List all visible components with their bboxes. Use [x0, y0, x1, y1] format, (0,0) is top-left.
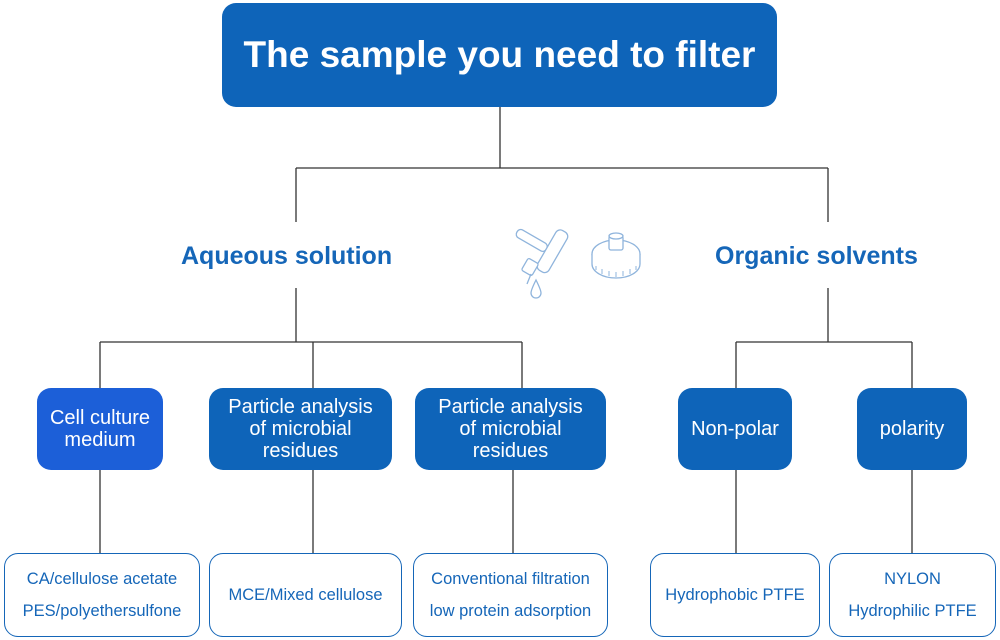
filter-illustration	[515, 228, 641, 299]
node-label-line: Particle analysis	[438, 396, 583, 418]
leaf-text-line: PES/polyethersulfone	[22, 602, 182, 620]
root-title-box: The sample you need to filter	[222, 3, 777, 107]
node-particle-analysis-1: Particle analysis of microbial residues	[209, 388, 392, 470]
leaf-text-line: Conventional filtration	[431, 570, 590, 588]
leaf-text-line: Hydrophobic PTFE	[665, 586, 805, 604]
node-label-line: medium	[64, 429, 136, 451]
node-label-line: residues	[262, 440, 339, 462]
leaf-mce: MCE/Mixed cellulose	[209, 553, 402, 637]
node-label-line: residues	[472, 440, 549, 462]
node-label-line: Particle analysis	[228, 396, 373, 418]
leaf-text-line: MCE/Mixed cellulose	[228, 586, 383, 604]
node-label-line: Cell culture	[49, 407, 151, 429]
node-label-line: of microbial	[249, 418, 352, 440]
node-particle-analysis-2: Particle analysis of microbial residues	[415, 388, 606, 470]
leaf-ca-pes: CA/cellulose acetate PES/polyethersulfon…	[4, 553, 200, 637]
connector-aqueous	[99, 288, 523, 388]
connector-leaves	[99, 470, 913, 553]
node-label-line: polarity	[879, 418, 945, 440]
leaf-text-line: NYLON	[884, 570, 941, 588]
connector-root	[295, 107, 829, 222]
node-cell-culture-medium: Cell culture medium	[37, 388, 163, 470]
leaf-text-line: CA/cellulose acetate	[26, 570, 178, 588]
leaf-hydrophobic-ptfe: Hydrophobic PTFE	[650, 553, 820, 637]
node-label-line: Non-polar	[691, 418, 779, 440]
leaf-conventional: Conventional filtration low protein adso…	[413, 553, 608, 637]
drop-icon	[530, 278, 542, 299]
node-polarity: polarity	[857, 388, 967, 470]
category-aqueous: Aqueous solution	[181, 242, 393, 270]
root-title: The sample you need to filter	[243, 34, 756, 75]
category-organic: Organic solvents	[715, 242, 918, 270]
node-label-line: of microbial	[459, 418, 562, 440]
syringe-filter-side-icon	[515, 228, 569, 285]
leaf-text-line: Hydrophilic PTFE	[848, 602, 977, 620]
connector-organic	[735, 288, 913, 388]
leaf-text-line: low protein adsorption	[429, 602, 592, 620]
node-non-polar: Non-polar	[678, 388, 792, 470]
syringe-filter-top-icon	[591, 232, 641, 279]
leaf-nylon-ptfe: NYLON Hydrophilic PTFE	[829, 553, 996, 637]
